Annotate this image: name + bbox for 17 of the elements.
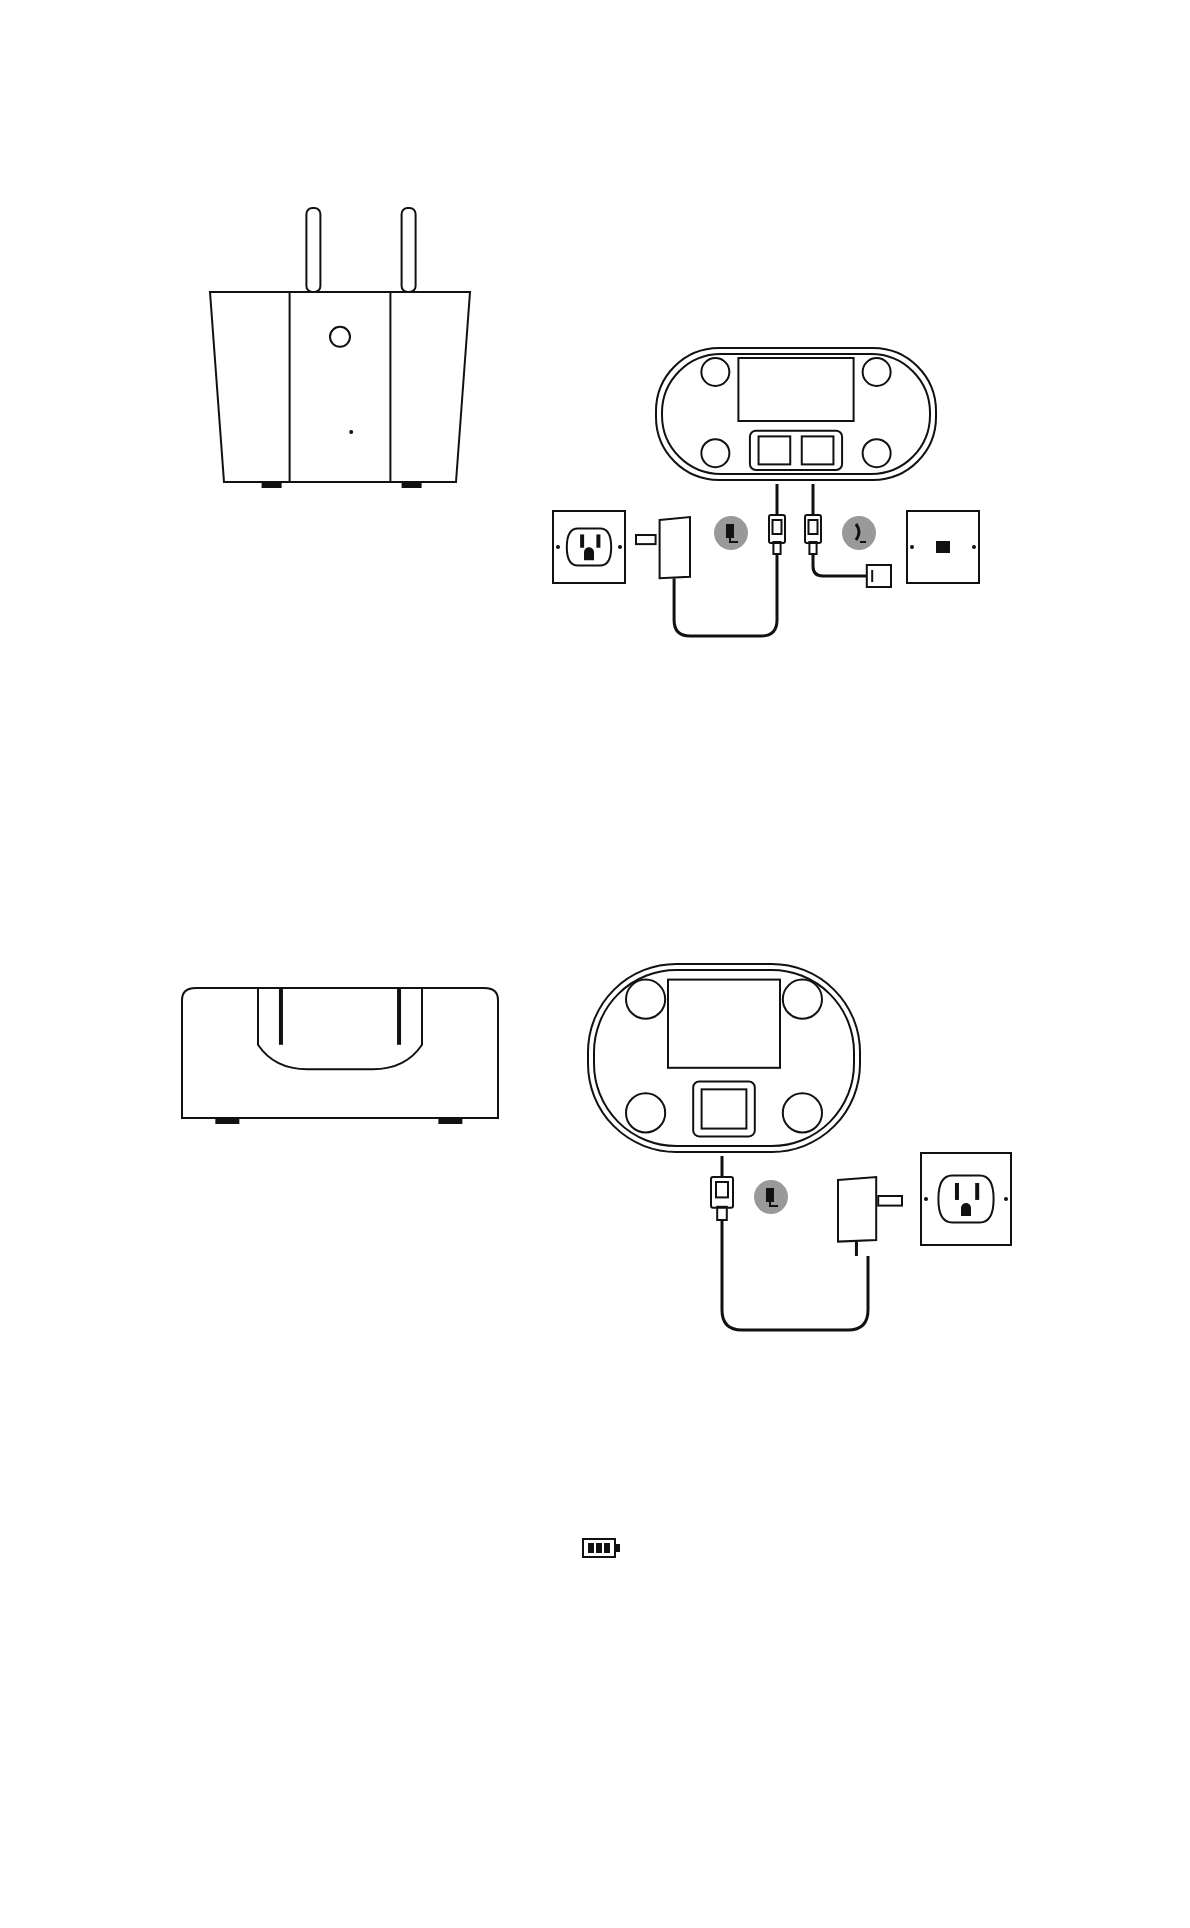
cord bbox=[775, 484, 779, 514]
cord bbox=[811, 554, 856, 578]
cord bbox=[720, 1156, 724, 1176]
power-adapter-drawing bbox=[636, 516, 692, 592]
line-plug-drawing bbox=[856, 564, 892, 588]
base-station-bottom-drawing bbox=[652, 344, 940, 484]
line-plug-drawing bbox=[804, 514, 822, 554]
cord bbox=[811, 484, 815, 514]
power-adapter-drawing bbox=[834, 1176, 902, 1256]
wall-outlet-drawing bbox=[920, 1152, 1012, 1246]
power-plug-drawing bbox=[710, 1176, 734, 1220]
wall-outlet-drawing bbox=[552, 510, 626, 584]
phone-wall-jack-drawing bbox=[906, 510, 980, 584]
cord bbox=[720, 1220, 870, 1332]
power-plug-drawing bbox=[768, 514, 786, 554]
charger-bottom-drawing bbox=[584, 960, 864, 1156]
cord bbox=[672, 554, 779, 638]
